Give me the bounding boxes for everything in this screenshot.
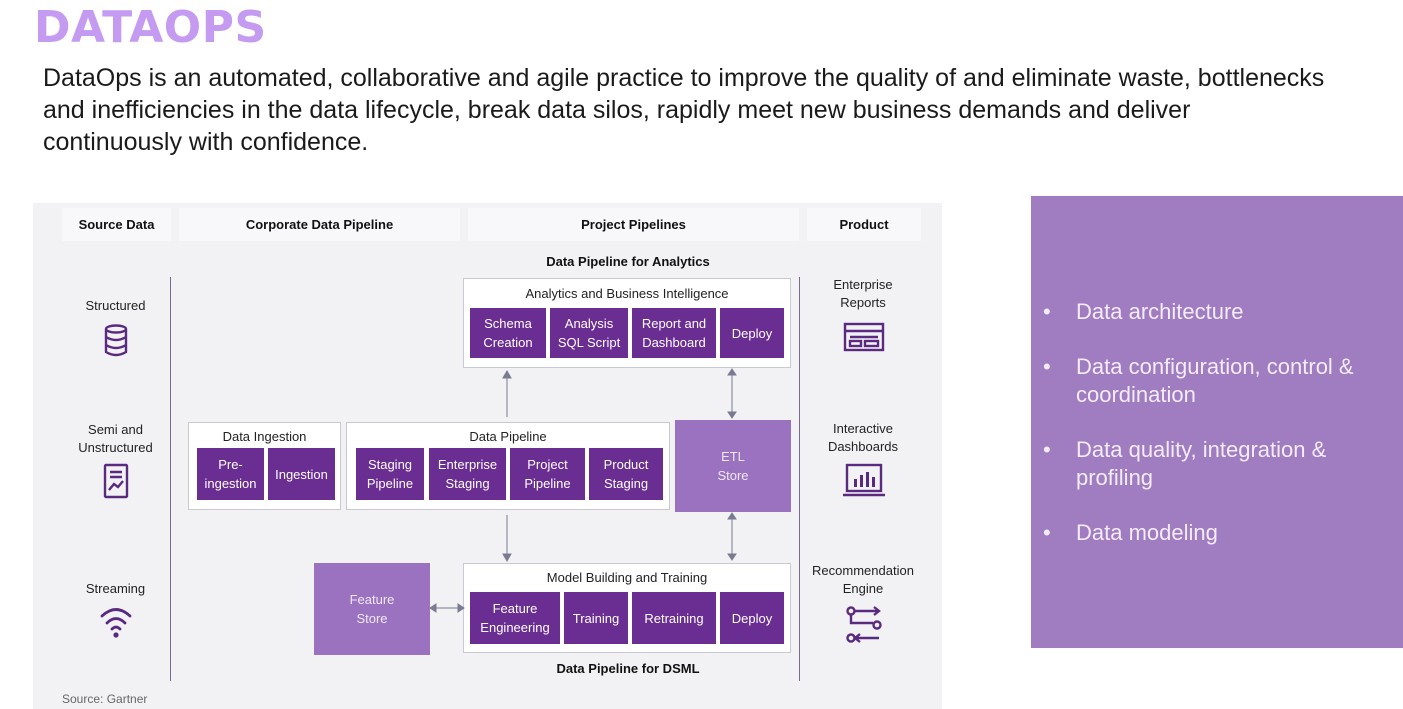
capability-text: Data configuration, control & coordinati… bbox=[1076, 354, 1354, 407]
arrow-feature-left bbox=[429, 603, 437, 613]
flow-icon bbox=[846, 606, 882, 643]
capability-text: Data quality, integration & profiling bbox=[1076, 437, 1327, 490]
header-product: Product bbox=[807, 208, 921, 241]
schema-creation-box: Schema Creation bbox=[470, 308, 546, 358]
capability-item: •Data quality, integration & profiling bbox=[1043, 437, 1327, 490]
source-structured-label: Structured bbox=[85, 298, 146, 313]
product-enterprise-reports-label: Enterprise Reports bbox=[833, 277, 893, 310]
capability-item: •Data modeling bbox=[1043, 520, 1218, 545]
abi-deploy-box: Deploy bbox=[720, 308, 784, 358]
report-dashboard-box: Report and Dashboard bbox=[632, 308, 716, 358]
feature-store-box: Feature Store bbox=[314, 563, 430, 655]
header-corporate-pipeline: Corporate Data Pipeline bbox=[179, 208, 460, 241]
product-staging-box: Product Staging bbox=[589, 448, 663, 500]
data-pipeline-title: Data Pipeline bbox=[469, 429, 547, 444]
model-building-title: Model Building and Training bbox=[546, 570, 708, 585]
capability-item: •Data configuration, control & coordinat… bbox=[1043, 354, 1354, 407]
arrow-down-to-model bbox=[502, 553, 512, 563]
document-chart-icon bbox=[103, 463, 129, 499]
staging-pipeline-box: Staging Pipeline bbox=[356, 448, 424, 500]
source-semi-structured-label: Semi and Unstructured bbox=[78, 422, 153, 455]
source-divider bbox=[170, 277, 171, 681]
arrow-etl-abi-down bbox=[727, 411, 737, 419]
capabilities-panel: •Data architecture •Data configuration, … bbox=[1031, 196, 1403, 648]
wifi-icon bbox=[100, 608, 132, 638]
analytics-pipeline-label: Data Pipeline for Analytics bbox=[546, 254, 710, 269]
arrow-etl-model-up bbox=[727, 512, 737, 520]
dataops-diagram: Source Data Corporate Data Pipeline Proj… bbox=[33, 203, 942, 709]
connector-arrows bbox=[429, 368, 737, 613]
arrow-up-to-abi bbox=[502, 369, 512, 379]
pre-ingestion-box: Pre- ingestion bbox=[197, 448, 264, 500]
header-project-pipelines: Project Pipelines bbox=[468, 208, 799, 241]
arrow-feature-right bbox=[457, 603, 465, 613]
arrow-etl-abi-up bbox=[727, 368, 737, 376]
bar-chart-icon bbox=[843, 463, 885, 497]
capability-text: Data architecture bbox=[1076, 299, 1244, 324]
header-source-data: Source Data bbox=[62, 208, 171, 241]
page-title: DATAOPS bbox=[34, 2, 267, 53]
project-pipeline-box: Project Pipeline bbox=[510, 448, 585, 500]
analytics-bi-title: Analytics and Business Intelligence bbox=[525, 286, 729, 301]
analysis-sql-box: Analysis SQL Script bbox=[550, 308, 628, 358]
database-icon bbox=[104, 324, 128, 357]
capability-item: •Data architecture bbox=[1043, 299, 1244, 324]
source-streaming-label: Streaming bbox=[85, 581, 146, 596]
model-deploy-box: Deploy bbox=[720, 592, 784, 644]
ingestion-box: Ingestion bbox=[268, 448, 335, 500]
capability-text: Data modeling bbox=[1076, 520, 1218, 545]
retraining-box: Retraining bbox=[632, 592, 716, 644]
source-note: Source: Gartner bbox=[62, 692, 148, 706]
etl-store-box: ETL Store bbox=[675, 420, 791, 512]
intro-text: DataOps is an automated, collaborative a… bbox=[43, 64, 1325, 156]
dsml-pipeline-label: Data Pipeline for DSML bbox=[556, 661, 700, 676]
data-ingestion-title: Data Ingestion bbox=[222, 429, 307, 444]
product-interactive-dashboards-label: Interactive Dashboards bbox=[827, 421, 899, 454]
training-box: Training bbox=[564, 592, 628, 644]
arrow-etl-model-down bbox=[727, 553, 737, 561]
feature-engineering-box: Feature Engineering bbox=[470, 592, 560, 644]
enterprise-staging-box: Enterprise Staging bbox=[429, 448, 506, 500]
product-divider bbox=[799, 277, 800, 681]
report-icon bbox=[843, 322, 885, 352]
capabilities-list: •Data architecture •Data configuration, … bbox=[1041, 298, 1401, 574]
product-recommendation-engine-label: Recommendation Engine bbox=[812, 563, 914, 596]
